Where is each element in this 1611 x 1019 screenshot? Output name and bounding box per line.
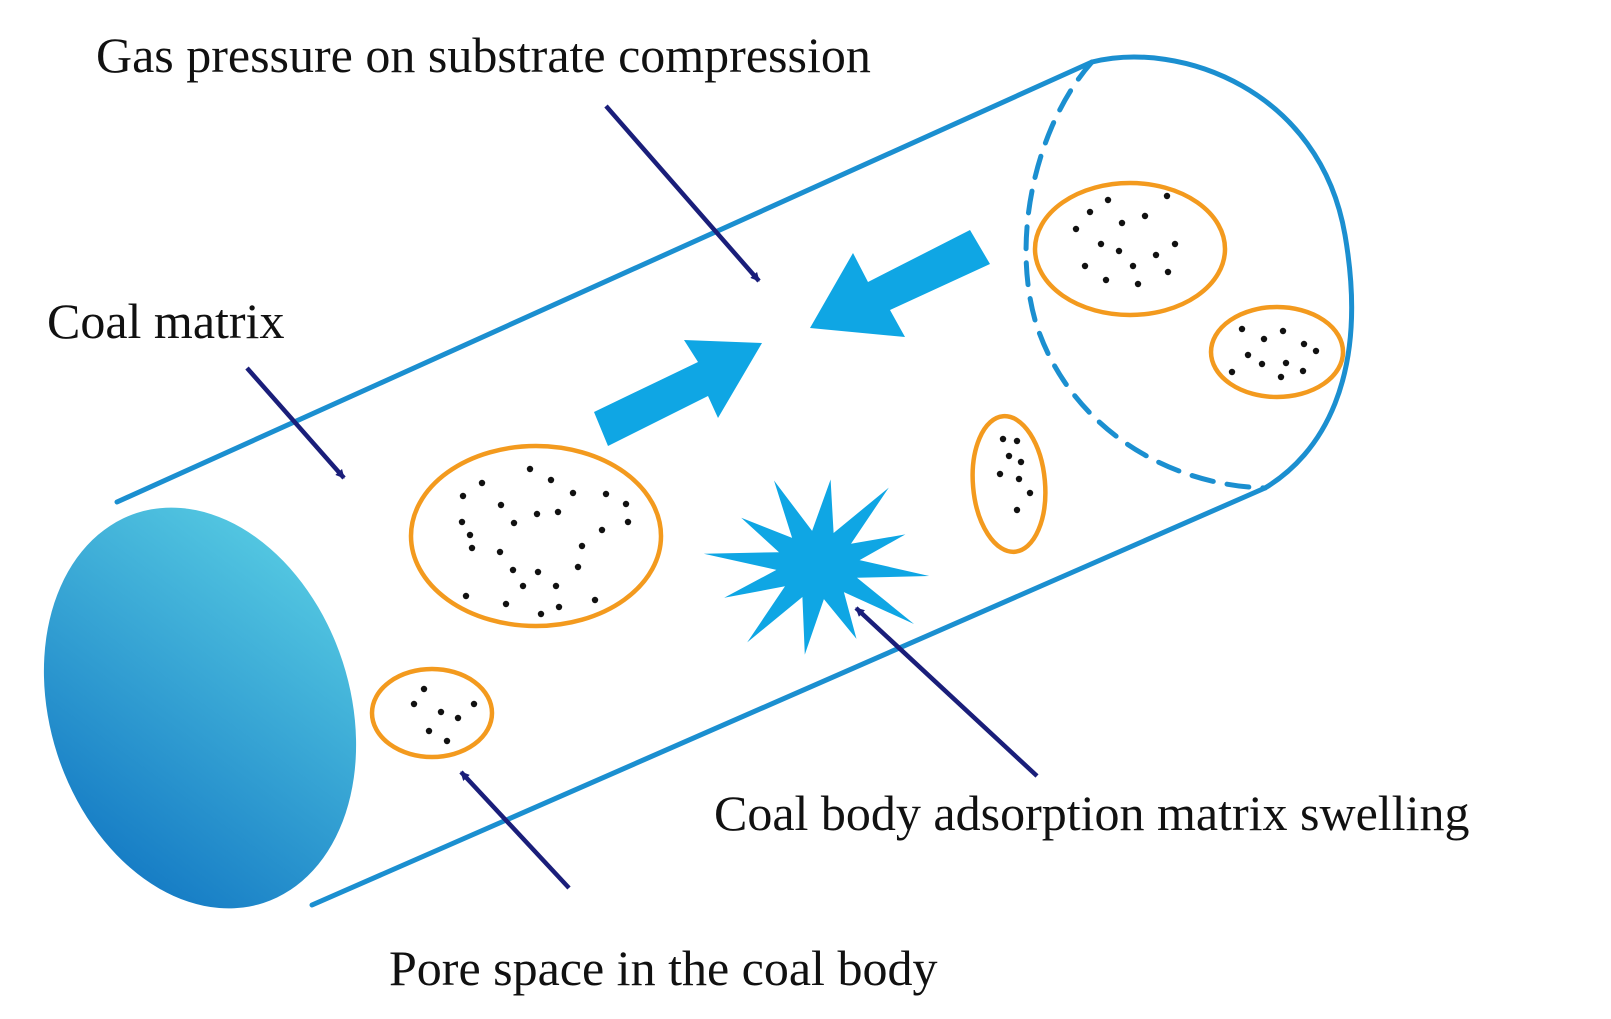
gas-molecule-dot xyxy=(1013,506,1021,514)
gas-molecule-dot xyxy=(578,542,586,550)
gas-molecule-dot xyxy=(1134,280,1142,288)
gas-molecule-dot xyxy=(509,566,517,574)
gas-molecule-dot xyxy=(1300,340,1308,348)
gas-molecule-dot xyxy=(1277,373,1285,381)
gas-molecule-dot xyxy=(1072,225,1080,233)
gas-molecule-dot xyxy=(547,476,555,484)
gas-molecule-dot xyxy=(1164,268,1172,276)
gas-molecule-dot xyxy=(462,592,470,600)
gas-molecule-dot xyxy=(996,470,1004,478)
cylinder-top-edge xyxy=(114,59,1095,505)
gas-molecule-dot xyxy=(443,737,451,745)
gas-molecule-dot xyxy=(591,596,599,604)
gas-molecule-dot xyxy=(1163,192,1171,200)
gas-molecule-dot xyxy=(569,489,577,497)
gas-molecule-dot xyxy=(437,708,445,716)
pore-ellipse xyxy=(970,413,1048,555)
gas-molecule-dot xyxy=(410,700,418,708)
cylinder-far-end-solid xyxy=(1089,54,1355,491)
gas-molecule-dot xyxy=(1118,219,1126,227)
swelling-label: Coal body adsorption matrix swelling xyxy=(714,785,1469,841)
gas-molecule-dot xyxy=(1097,240,1105,248)
pore-space-pointer-arrow xyxy=(459,770,571,890)
gas-molecule-dot xyxy=(497,501,505,509)
gas-molecule-dot xyxy=(496,548,504,556)
gas-molecule-dot xyxy=(555,603,563,611)
gas-molecule-dot xyxy=(1017,458,1025,466)
compression-arrow-left xyxy=(810,230,990,337)
gas-molecule-dot xyxy=(1086,208,1094,216)
gas-molecule-dot xyxy=(1152,251,1160,259)
gas-molecule-dot xyxy=(622,500,630,508)
gas-molecule-dot xyxy=(1299,367,1307,375)
gas-molecule-dot xyxy=(425,727,433,735)
coal-cylinder xyxy=(43,54,1355,909)
gas-molecule-dot xyxy=(1279,327,1287,335)
gas-molecule-dot xyxy=(468,544,476,552)
gas-molecule-dot xyxy=(574,563,582,571)
gas-molecule-dot xyxy=(1141,212,1149,220)
gas-molecule-dot xyxy=(1015,475,1023,483)
cylinder-bottom-edge xyxy=(309,485,1268,908)
gas-molecule-dot xyxy=(999,435,1007,443)
gas-pressure-label: Gas pressure on substrate compression xyxy=(96,27,871,83)
gas-molecule-dot xyxy=(1282,359,1290,367)
gas-molecule-dot xyxy=(420,685,428,693)
gas-molecule-dot xyxy=(466,531,474,539)
gas-molecule-dot xyxy=(552,582,560,590)
pore-space-label: Pore space in the coal body xyxy=(389,940,937,996)
coal-matrix-pointer-arrow xyxy=(245,366,346,480)
gas-molecule-dot xyxy=(1129,262,1137,270)
gas-molecule-dot xyxy=(598,526,606,534)
cylinder-far-end-dashed xyxy=(1023,59,1268,491)
gas-molecule-dot xyxy=(526,465,534,473)
coal-matrix-label: Coal matrix xyxy=(47,293,284,349)
gas-molecule-dot xyxy=(537,610,545,618)
gas-molecule-dot xyxy=(1005,452,1013,460)
gas-molecule-dot xyxy=(454,714,462,722)
gas-molecule-dot xyxy=(478,479,486,487)
gas-molecule-dot xyxy=(602,490,610,498)
gas-molecule-dot xyxy=(1081,262,1089,270)
gas-molecule-dot xyxy=(554,508,562,516)
gas-molecule-dot xyxy=(624,518,632,526)
gas-molecule-dot xyxy=(533,510,541,518)
gas-molecule-dot xyxy=(1115,247,1123,255)
pore-ellipse xyxy=(408,443,664,629)
gas-molecule-dot xyxy=(1312,347,1320,355)
gas-molecule-dot xyxy=(1102,276,1110,284)
gas-molecule-dot xyxy=(459,492,467,500)
gas-molecule-dot xyxy=(470,700,478,708)
compression-arrow-right xyxy=(594,340,762,446)
gas-molecule-dot xyxy=(1104,196,1112,204)
gas-molecule-dot xyxy=(1238,325,1246,333)
gas-molecule-dot xyxy=(458,518,466,526)
pointer-arrows xyxy=(245,104,1039,890)
gas-molecule-dot xyxy=(1013,437,1021,445)
swelling-pointer-arrow xyxy=(854,606,1039,778)
gas-molecule-dot xyxy=(519,582,527,590)
pore-group xyxy=(369,180,1346,760)
gas-molecule-dot xyxy=(1171,240,1179,248)
pore-ellipse xyxy=(1208,304,1346,400)
gas-molecule-dot xyxy=(510,519,518,527)
gas-pressure-pointer-arrow xyxy=(604,104,761,283)
gas-molecule-dot xyxy=(502,600,510,608)
gas-molecule-dot xyxy=(1258,360,1266,368)
pore-ellipse xyxy=(1032,180,1228,318)
gas-molecule-dot xyxy=(1260,335,1268,343)
compression-arrows xyxy=(594,230,990,446)
gas-molecule-dot xyxy=(1026,489,1034,497)
gas-molecule-dot xyxy=(534,568,542,576)
swelling-starburst-icon xyxy=(703,479,930,655)
cylinder-near-face xyxy=(43,507,357,909)
pore-ellipse xyxy=(369,666,495,760)
gas-molecule-dot xyxy=(1228,368,1236,376)
gas-molecule-dot xyxy=(1244,351,1252,359)
